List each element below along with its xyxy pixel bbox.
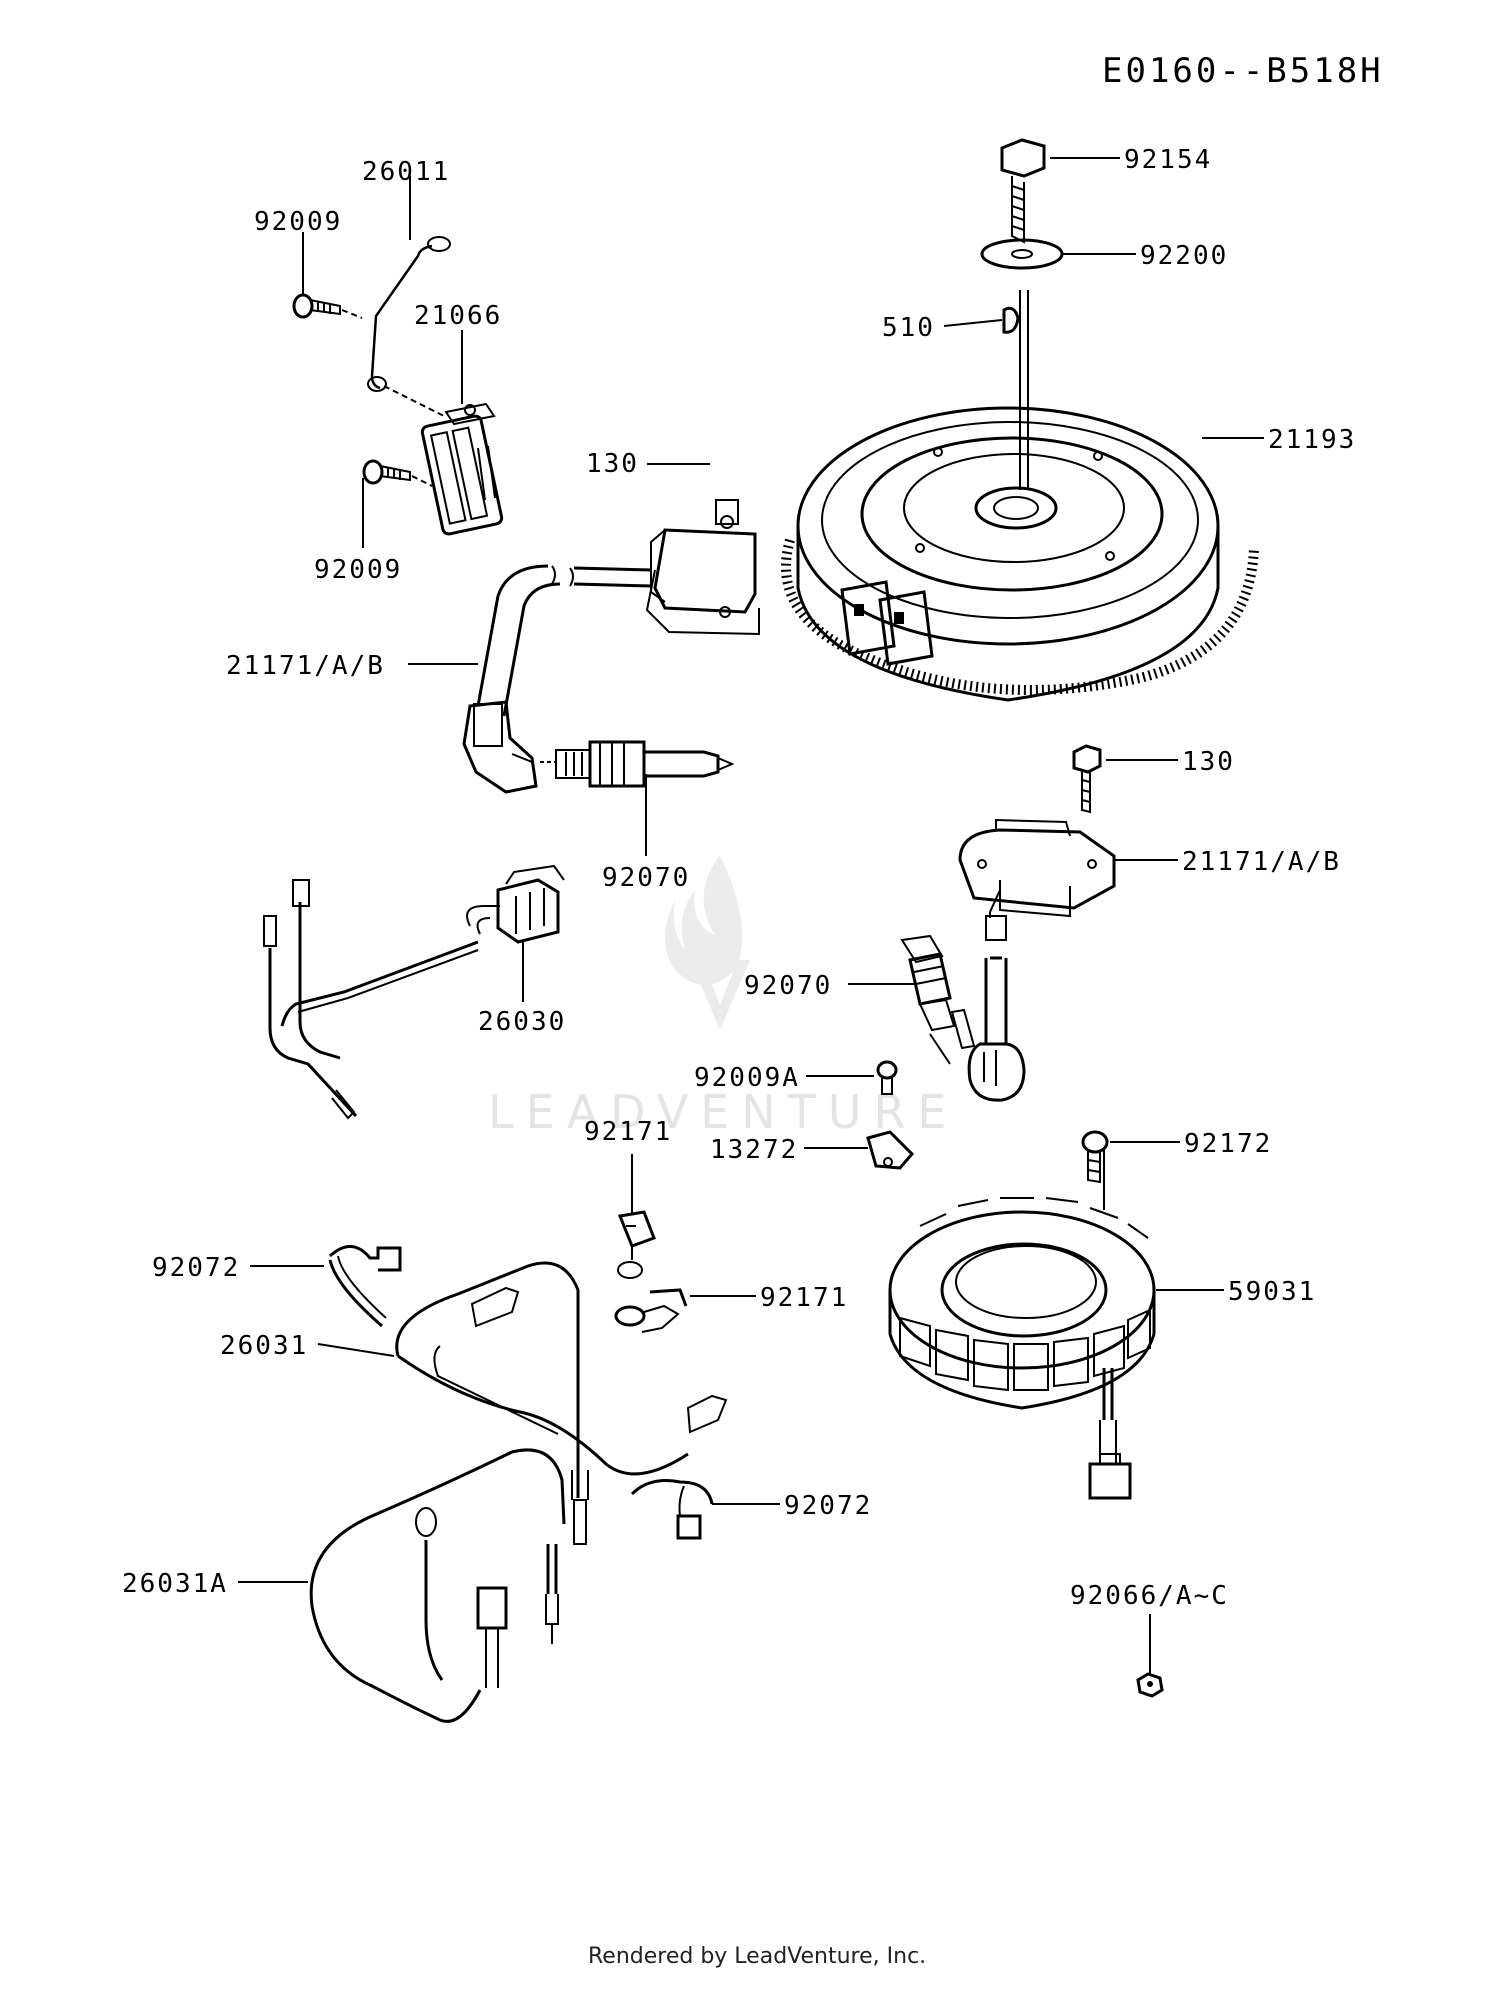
spark-plug-92070-top[interactable] bbox=[540, 740, 735, 788]
label-13272[interactable]: 13272 bbox=[710, 1135, 798, 1165]
watermark-flame-icon bbox=[665, 855, 743, 985]
connector-92072-right[interactable] bbox=[630, 1479, 714, 1540]
watermark-v-icon bbox=[690, 960, 750, 1030]
screw-92172[interactable] bbox=[1081, 1130, 1109, 1184]
label-92009-top[interactable]: 92009 bbox=[254, 207, 342, 237]
label-26031[interactable]: 26031 bbox=[220, 1331, 308, 1361]
leader-lines bbox=[238, 157, 1264, 1676]
label-92009A[interactable]: 92009A bbox=[694, 1063, 800, 1093]
label-26011[interactable]: 26011 bbox=[362, 157, 450, 187]
regulator-module-21066[interactable] bbox=[420, 402, 504, 536]
label-92072-left[interactable]: 92072 bbox=[152, 1253, 240, 1283]
key-510[interactable] bbox=[1002, 306, 1020, 334]
label-21171-left[interactable]: 21171/A/B bbox=[226, 651, 385, 681]
terminal-92171-mid[interactable] bbox=[614, 1288, 688, 1333]
footer-credit: Rendered by LeadVenture, Inc. bbox=[588, 1944, 926, 1969]
watermark: LEADVENTURE bbox=[488, 855, 959, 1139]
connector-92072-left[interactable] bbox=[328, 1245, 402, 1328]
terminal-92171-top[interactable] bbox=[617, 1210, 656, 1279]
label-92070-top[interactable]: 92070 bbox=[602, 863, 690, 893]
screw-92009-top[interactable] bbox=[292, 293, 363, 319]
spark-plug-92070-mid[interactable] bbox=[900, 934, 976, 1065]
label-59031[interactable]: 59031 bbox=[1228, 1277, 1316, 1307]
stator-59031[interactable] bbox=[888, 1197, 1156, 1500]
label-92154[interactable]: 92154 bbox=[1124, 145, 1212, 175]
label-92066[interactable]: 92066/A~C bbox=[1070, 1581, 1229, 1611]
label-130-top[interactable]: 130 bbox=[586, 449, 639, 479]
label-130-right[interactable]: 130 bbox=[1182, 747, 1235, 777]
label-21171-right[interactable]: 21171/A/B bbox=[1182, 847, 1341, 877]
label-21066[interactable]: 21066 bbox=[414, 301, 502, 331]
label-92009-bottom[interactable]: 92009 bbox=[314, 555, 402, 585]
harness-26030[interactable] bbox=[263, 864, 565, 1120]
watermark-text: LEADVENTURE bbox=[488, 1085, 959, 1139]
label-92072-right[interactable]: 92072 bbox=[784, 1491, 872, 1521]
bolt-92154[interactable] bbox=[1000, 138, 1046, 490]
screw-92009A[interactable] bbox=[876, 1060, 898, 1095]
ignition-coil-left[interactable] bbox=[462, 499, 760, 794]
diagram-id: E0160--B518H bbox=[1102, 51, 1384, 91]
washer-92200[interactable] bbox=[980, 238, 1064, 270]
plate-13272[interactable] bbox=[866, 1130, 915, 1170]
label-92070-mid[interactable]: 92070 bbox=[744, 971, 832, 1001]
label-92172[interactable]: 92172 bbox=[1184, 1129, 1272, 1159]
label-92171-mid[interactable]: 92171 bbox=[760, 1283, 848, 1313]
ignition-coil-right[interactable] bbox=[958, 818, 1116, 1102]
label-92200[interactable]: 92200 bbox=[1140, 241, 1228, 271]
label-510[interactable]: 510 bbox=[882, 313, 935, 343]
nut-92066[interactable] bbox=[1136, 1672, 1164, 1698]
harness-26031A[interactable] bbox=[309, 1448, 566, 1723]
label-26030[interactable]: 26030 bbox=[478, 1007, 566, 1037]
bolt-130-right[interactable] bbox=[1072, 744, 1102, 814]
lead-wire-26011[interactable] bbox=[367, 236, 451, 417]
part-labels: 26011 92009 21066 92009 130 21171/A/B 92… bbox=[122, 145, 1356, 1611]
label-92171-top[interactable]: 92171 bbox=[584, 1117, 672, 1147]
screw-92009-bottom[interactable] bbox=[362, 459, 433, 487]
harness-26031[interactable] bbox=[395, 1261, 728, 1545]
label-21193[interactable]: 21193 bbox=[1268, 425, 1356, 455]
label-26031A[interactable]: 26031A bbox=[122, 1569, 228, 1599]
flywheel-21193[interactable] bbox=[781, 406, 1259, 702]
